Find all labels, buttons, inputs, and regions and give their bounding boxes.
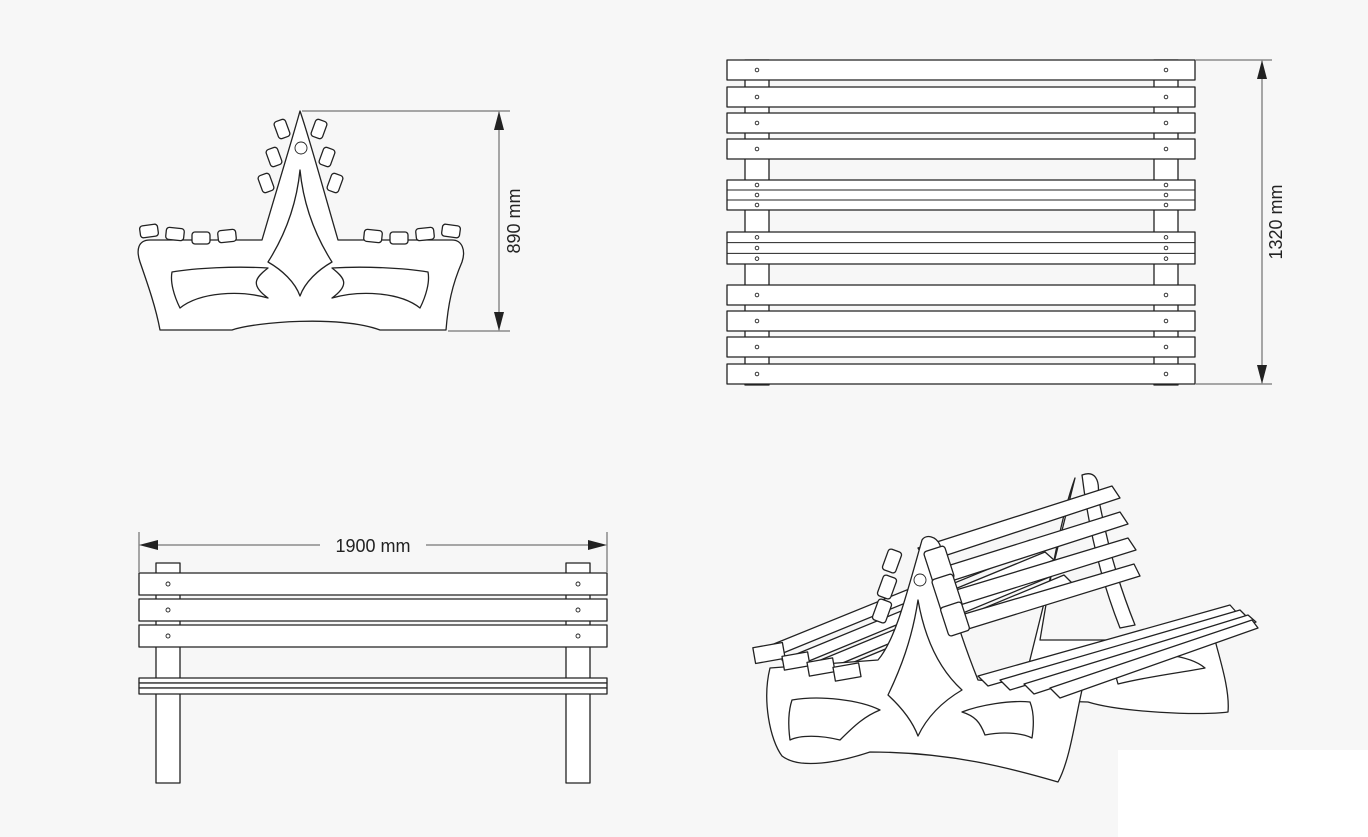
bolt-hole [754,318,760,324]
top-slat [726,86,1196,108]
length-dimension-label: 1900 mm [335,536,410,556]
height-dimension-label: 890 mm [504,188,524,253]
top-slat [726,231,1196,265]
bolt-hole [1163,371,1169,377]
bolt-hole [1163,344,1169,350]
bolt-hole [1163,235,1169,240]
bolt-hole [754,292,760,298]
bolt-hole [754,67,760,73]
top-slat [726,284,1196,306]
bolt-hole [754,202,760,208]
bolt-hole [754,256,760,261]
top-view: 1320 mm [726,59,1286,386]
top-slat [726,138,1196,160]
bolt-hole [754,146,760,152]
bolt-hole [1163,202,1169,208]
bolt-hole [754,371,760,377]
bolt-hole [1163,94,1169,100]
bolt-hole [1163,146,1169,152]
depth-dimension-label: 1320 mm [1266,184,1286,259]
front-view: 1900 mm [138,532,608,784]
bolt-hole [1163,245,1169,251]
bolt-hole [754,192,760,198]
perspective-view [752,473,1259,783]
bolt-hole [754,245,760,251]
bolt-hole [754,235,760,240]
bolt-hole [1163,182,1169,188]
bolt-hole [1163,67,1169,73]
side-right-cutout [331,266,430,309]
top-slat [726,336,1196,358]
bolt-hole [1163,192,1169,198]
bolt-hole [1163,318,1169,324]
bolt-hole [754,344,760,350]
top-slat [726,179,1196,211]
bolt-hole [754,120,760,126]
side-view: 890 mm [137,110,524,332]
top-slat [726,112,1196,134]
top-slat [726,59,1196,81]
corner-blank [1118,750,1368,837]
bolt-hole [754,94,760,100]
top-slat [726,363,1196,385]
side-left-cutout [170,266,269,309]
top-slat [726,310,1196,332]
side-diamond-cutout [267,169,333,297]
bolt-hole [1163,292,1169,298]
bolt-hole [1163,256,1169,261]
bolt-hole [754,182,760,188]
bolt-hole [1163,120,1169,126]
